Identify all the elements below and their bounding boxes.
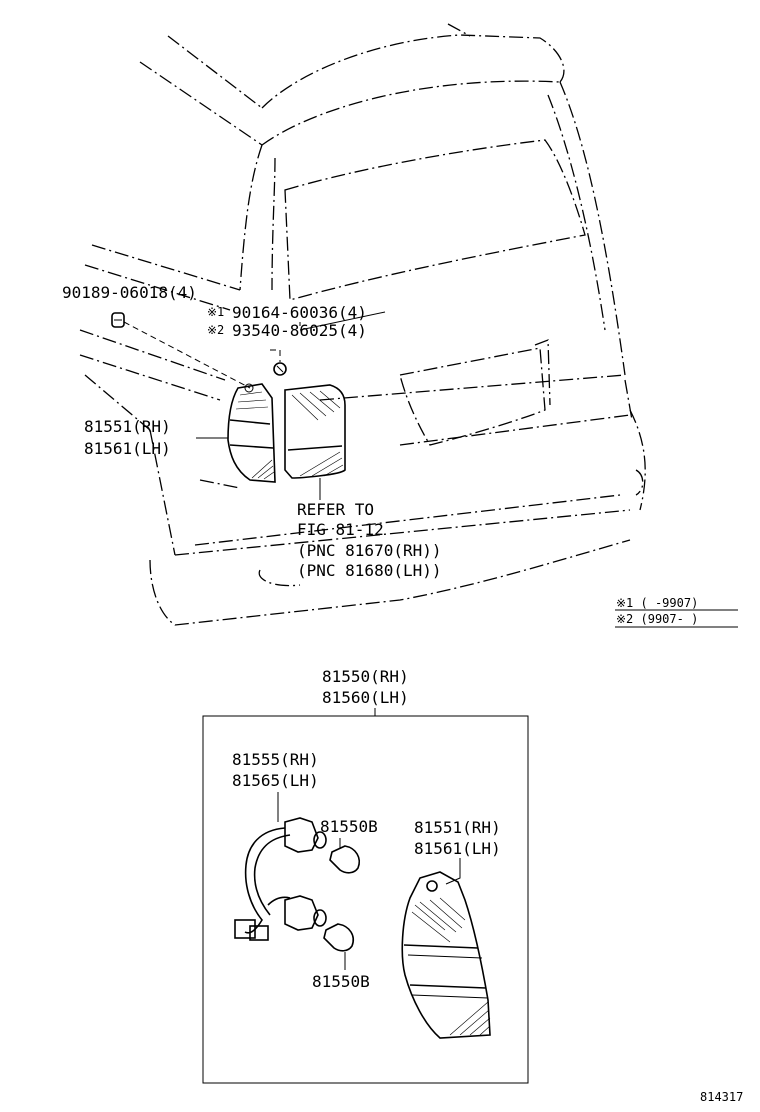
lens-rh-part-number-lower: 81551(RH) <box>414 818 501 837</box>
clip-icon <box>111 312 125 328</box>
vehicle-body-outline <box>79 23 646 626</box>
upper-bulb-icon <box>329 845 361 874</box>
assembly-rh-part-number: 81550(RH) <box>322 667 409 686</box>
rear-combination-lamp-installed <box>227 383 276 483</box>
back-door-lamp-installed <box>284 384 346 479</box>
screw-a-mark: ※1 <box>207 305 224 319</box>
assembly-lh-part-number: 81560(LH) <box>322 688 409 707</box>
socket-rh-part-number: 81555(RH) <box>232 750 319 769</box>
refer-line-2: FIG 81-12 <box>297 520 384 539</box>
screw-a-part-number: 90164-60036(4) <box>232 303 367 322</box>
lens-rh-part-number: 81551(RH) <box>84 417 171 436</box>
socket-lh-part-number: 81565(LH) <box>232 771 319 790</box>
screw-icon <box>273 362 287 376</box>
bulb-lower-part-number: 81550B <box>312 972 370 991</box>
lens-lh-part-number: 81561(LH) <box>84 439 171 458</box>
figure-number: 814317 <box>700 1090 743 1104</box>
lower-bulb-icon <box>323 923 354 952</box>
rear-combination-lens-icon <box>401 871 491 1039</box>
footnote-1: ※1 ( -9907) <box>616 596 698 610</box>
refer-line-1: REFER TO <box>297 500 374 519</box>
refer-line-3: (PNC 81670(RH)) <box>297 541 442 560</box>
screw-b-mark: ※2 <box>207 323 224 337</box>
footnote-2: ※2 (9907- ) <box>616 612 698 626</box>
clip-part-number: 90189-06018(4) <box>62 283 197 302</box>
lens-lh-part-number-lower: 81561(LH) <box>414 839 501 858</box>
screw-b-part-number: 93540-86025(4) <box>232 321 367 340</box>
assembly-frame <box>202 715 529 1084</box>
socket-and-wire-icon <box>234 817 327 941</box>
refer-line-4: (PNC 81680(LH)) <box>297 561 442 580</box>
bulb-upper-part-number: 81550B <box>320 817 378 836</box>
